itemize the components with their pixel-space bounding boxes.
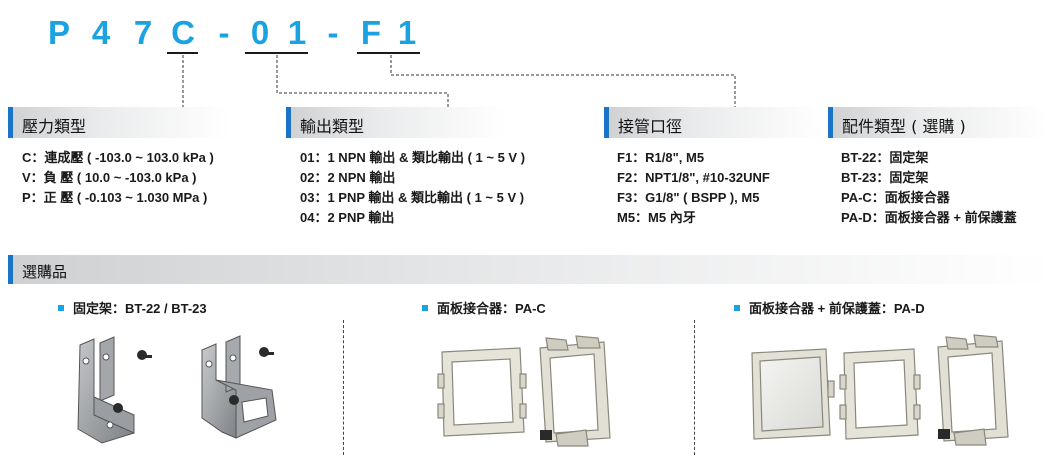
bullet-icon bbox=[422, 304, 428, 311]
list-item: F3：G1/8" ( BSPP ), M5 bbox=[617, 190, 760, 205]
bracket-bt23-image bbox=[201, 335, 277, 439]
code-underline bbox=[167, 52, 198, 54]
bullet-icon bbox=[734, 304, 740, 311]
code-char: 7 bbox=[133, 14, 153, 51]
port-size-list: F1：R1/8", M5 F2：NPT1/8", #10-32UNF F3：G1… bbox=[617, 148, 770, 228]
list-item: 02：2 NPN 輸出 bbox=[300, 170, 396, 185]
bracket-bt22-image bbox=[77, 336, 152, 444]
code-underline bbox=[357, 52, 420, 54]
section-accent bbox=[604, 107, 609, 138]
section-header-pressure: 壓力類型 bbox=[8, 107, 228, 138]
list-item: M5：M5 內牙 bbox=[617, 210, 696, 225]
panel-adapter-pa-d-image bbox=[751, 334, 1009, 446]
section-header-accessory: 配件類型 ( 選購 ) bbox=[828, 107, 1048, 138]
section-accent bbox=[8, 107, 13, 138]
code-char: F bbox=[360, 14, 382, 51]
code-char: 4 bbox=[91, 14, 111, 51]
list-item: PA-C：面板接合器 bbox=[841, 190, 950, 205]
options-header: 選購品 bbox=[8, 255, 1052, 284]
code-char: P bbox=[47, 14, 70, 51]
product-divider bbox=[343, 320, 344, 455]
section-header-output: 輸出類型 bbox=[286, 107, 506, 138]
code-char: 1 bbox=[287, 14, 307, 51]
list-item: V：負 壓 ( 10.0 ~ -103.0 kPa ) bbox=[22, 170, 197, 185]
section-header-port: 接管口徑 bbox=[604, 107, 824, 138]
code-underline bbox=[245, 52, 308, 54]
code-char: 0 bbox=[250, 14, 270, 51]
product-label-pa-c: 面板接合器：PA-C bbox=[422, 298, 546, 317]
code-char: - bbox=[327, 14, 339, 51]
bullet-icon bbox=[58, 304, 64, 311]
section-accent bbox=[286, 107, 291, 138]
output-type-list: 01：1 NPN 輸出 & 類比輸出 ( 1 ~ 5 V ) 02：2 NPN … bbox=[300, 148, 525, 228]
section-title: 配件類型 ( 選購 ) bbox=[842, 117, 966, 136]
list-item: F1：R1/8", M5 bbox=[617, 150, 705, 165]
list-item: P：正 壓 ( -0.103 ~ 1.030 MPa ) bbox=[22, 190, 208, 205]
product-label-pa-d: 面板接合器 + 前保護蓋：PA-D bbox=[734, 298, 925, 317]
list-item: C：連成壓 ( -103.0 ~ 103.0 kPa ) bbox=[22, 150, 214, 165]
list-item: 04：2 PNP 輸出 bbox=[300, 210, 395, 225]
section-title: 輸出類型 bbox=[300, 117, 365, 136]
list-item: PA-D：面板接合器 + 前保護蓋 bbox=[841, 210, 1017, 225]
section-title: 接管口徑 bbox=[618, 117, 683, 136]
product-label-bracket: 固定架：BT-22 / BT-23 bbox=[58, 298, 207, 317]
options-title: 選購品 bbox=[22, 263, 68, 281]
list-item: BT-23：固定架 bbox=[841, 170, 929, 185]
code-char: - bbox=[218, 14, 230, 51]
section-title: 壓力類型 bbox=[22, 117, 87, 136]
product-divider bbox=[694, 320, 695, 455]
pressure-type-list: C：連成壓 ( -103.0 ~ 103.0 kPa ) V：負 壓 ( 10.… bbox=[22, 148, 214, 208]
code-char: 1 bbox=[397, 14, 417, 51]
code-char: C bbox=[171, 14, 195, 51]
list-item: 03：1 PNP 輸出 & 類比輸出 ( 1 ~ 5 V ) bbox=[300, 190, 525, 205]
list-item: F2：NPT1/8", #10-32UNF bbox=[617, 170, 770, 185]
list-item: BT-22：固定架 bbox=[841, 150, 929, 165]
accessory-type-list: BT-22：固定架 BT-23：固定架 PA-C：面板接合器 PA-D：面板接合… bbox=[841, 148, 1017, 228]
section-accent bbox=[828, 107, 833, 138]
list-item: 01：1 NPN 輸出 & 類比輸出 ( 1 ~ 5 V ) bbox=[300, 150, 526, 165]
panel-adapter-pa-c-image bbox=[437, 335, 611, 447]
section-accent bbox=[8, 255, 13, 284]
